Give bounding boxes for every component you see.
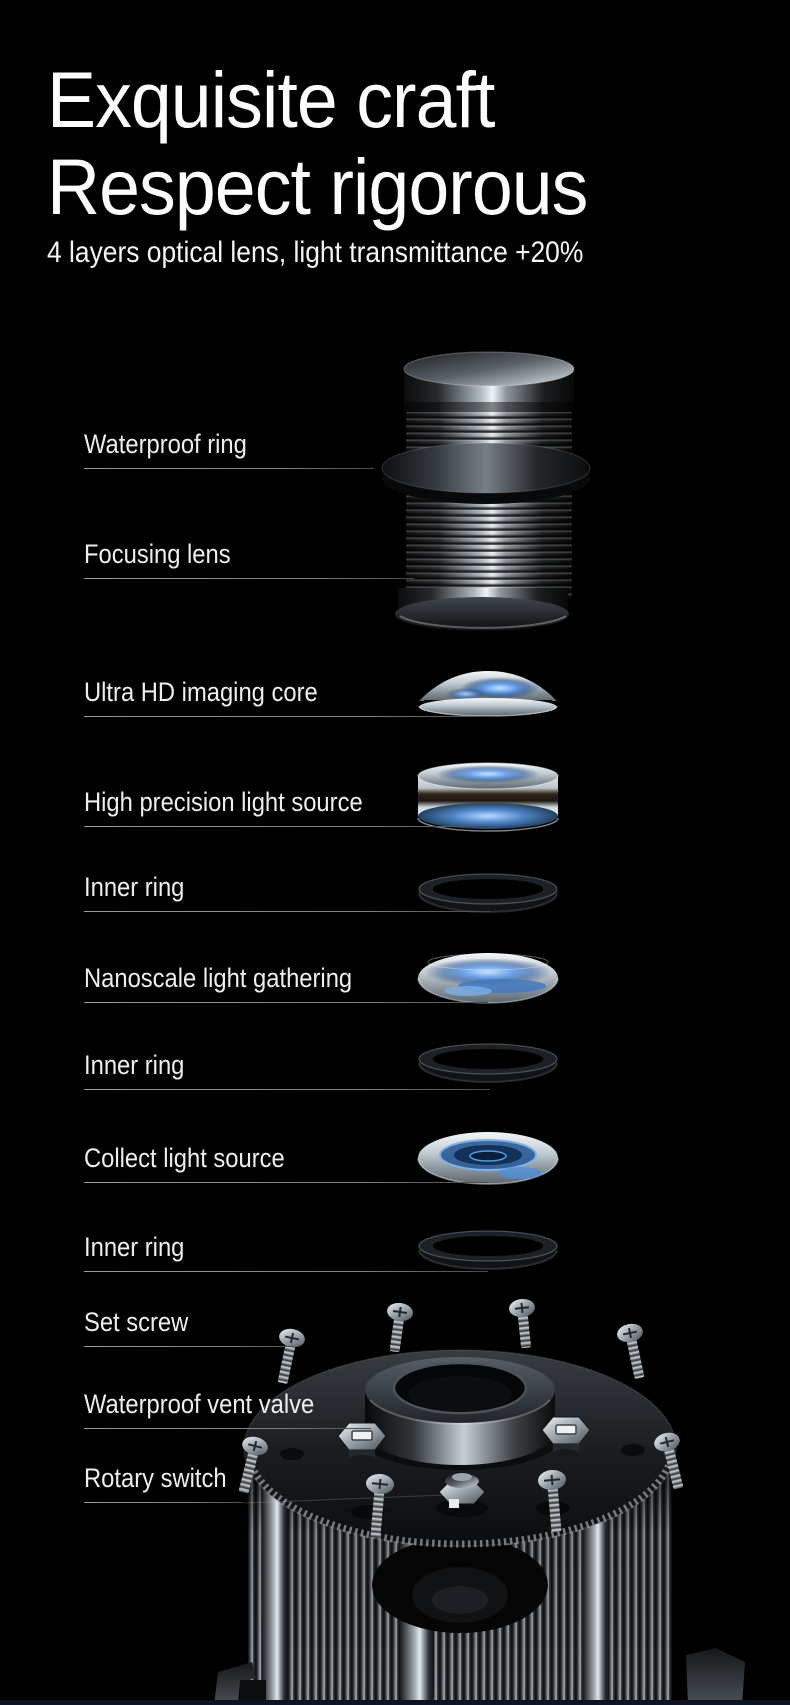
leader-line [84, 1502, 243, 1503]
right-bracket-foot [686, 1648, 745, 1705]
threaded-lens-barrel-illustration [381, 351, 591, 631]
waterproof-vent-valve-illustration [337, 1416, 591, 1465]
title-line-1: Exquisite craft [47, 55, 495, 144]
collect-light-lens-illustration [417, 1132, 559, 1185]
page-subtitle: 4 layers optical lens, light transmittan… [47, 236, 584, 269]
ultra-hd-imaging-lens-illustration [418, 671, 558, 717]
page-title: Exquisite craft Respect rigorous [47, 55, 588, 231]
leader-line [84, 716, 490, 717]
leader-line [84, 911, 490, 912]
center-collar-illustration [360, 1357, 560, 1470]
leader-line [84, 578, 414, 579]
rotary-switch-leader-line [242, 1494, 447, 1504]
rotary-switch-illustration [436, 1473, 488, 1517]
leader-line [84, 1089, 490, 1090]
set-screws-illustration [238, 1298, 684, 1539]
leader-line [84, 468, 374, 469]
inner-ring-2-illustration [418, 1043, 558, 1083]
leader-line [84, 1271, 488, 1272]
title-line-2: Respect rigorous [47, 142, 588, 231]
leader-line [84, 1002, 488, 1003]
high-precision-light-lens-illustration [417, 762, 559, 832]
heatsink-body-illustration [214, 1298, 745, 1705]
bottom-accent-strip [0, 1700, 790, 1705]
leader-line [84, 826, 488, 827]
nanoscale-light-lens-illustration [417, 953, 559, 1004]
waterproof-ring-flange-illustration [381, 442, 591, 504]
leader-line [84, 1346, 294, 1347]
inner-ring-3-illustration [418, 1230, 558, 1270]
left-bracket-foot [214, 1662, 256, 1705]
leader-line [84, 1428, 371, 1429]
inner-ring-1-illustration [418, 873, 558, 913]
leader-line [84, 1182, 488, 1183]
